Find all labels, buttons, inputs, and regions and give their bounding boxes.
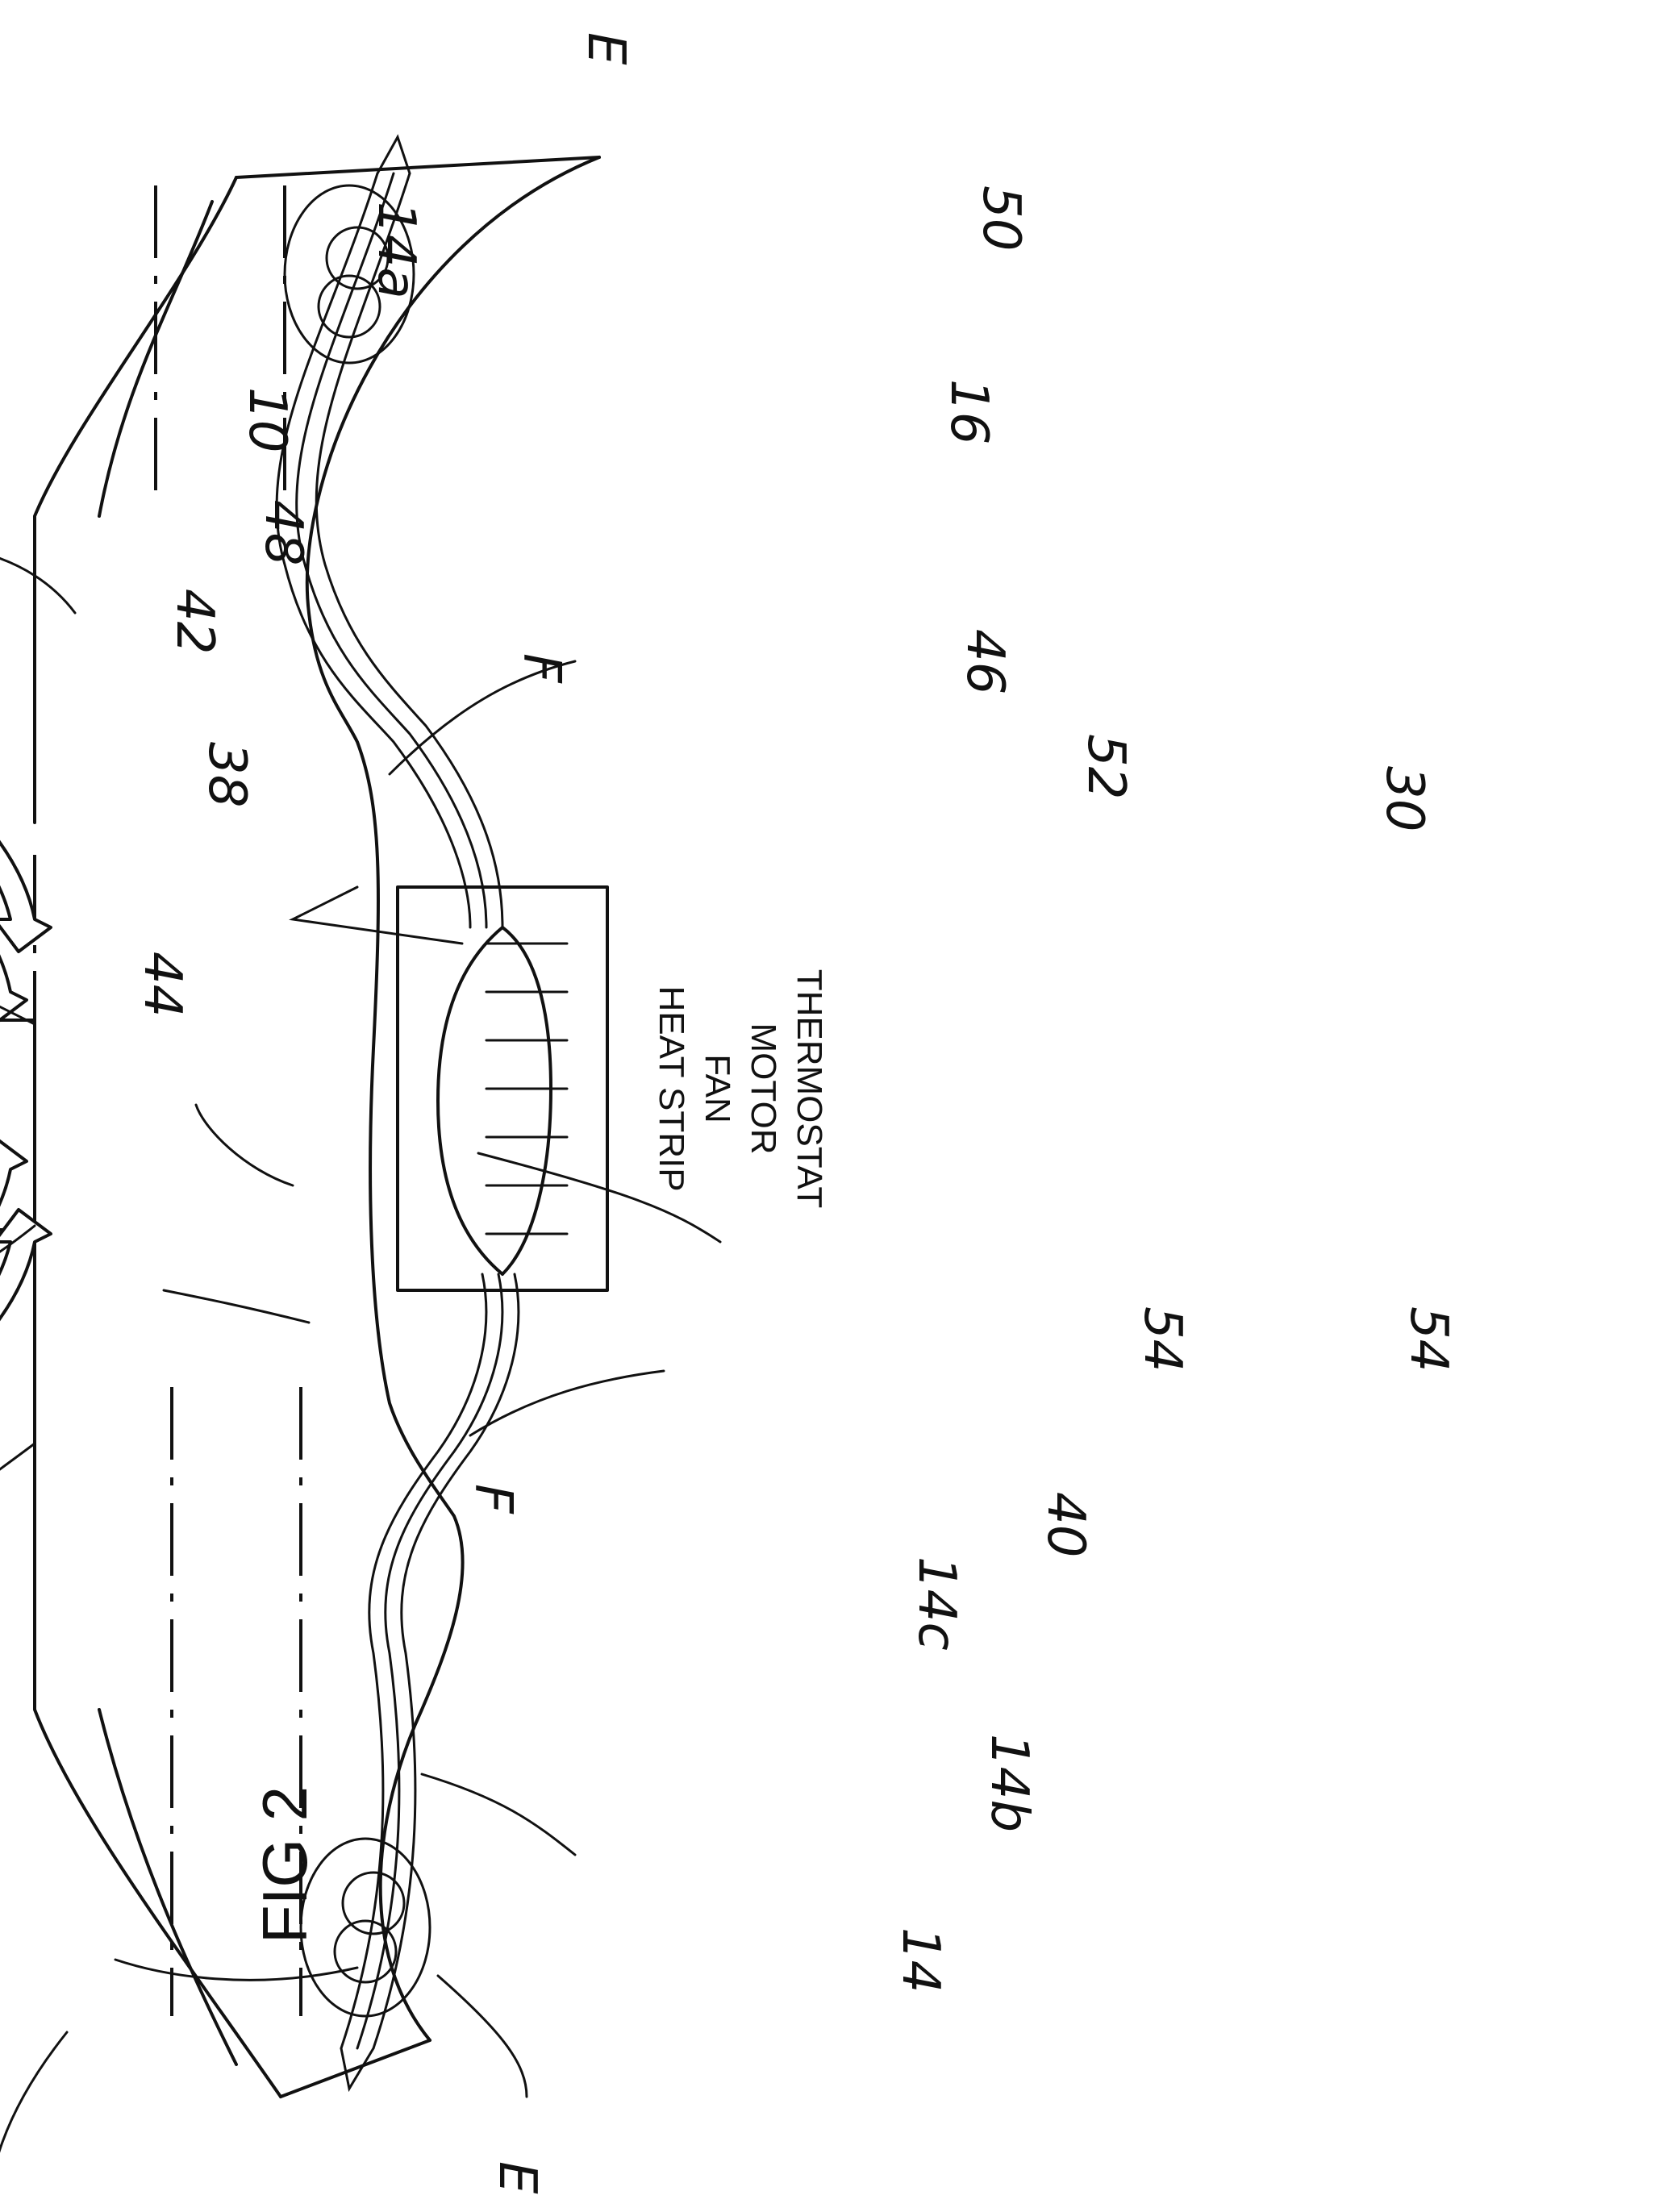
support-post (0, 1020, 35, 1230)
ref-16: 16 (939, 379, 998, 444)
inflow-arrow-left-1 (0, 798, 51, 952)
right-skirt-inner (99, 1710, 236, 2064)
box-line-thermostat: THERMOSTAT (790, 969, 829, 1209)
ref-50: 50 (971, 185, 1031, 251)
ref-38: 38 (197, 742, 256, 807)
housing-lower-left (35, 177, 236, 823)
ref-52: 52 (1076, 734, 1136, 799)
ref-14c: 14c (907, 1556, 966, 1651)
leader-lines (0, 556, 720, 2208)
flow-label-e-bottom: E (487, 2161, 547, 2194)
flow-label-f-left: F (463, 1484, 523, 1514)
flow-label-f-right: F (511, 653, 571, 684)
ref-46: 46 (955, 629, 1015, 694)
ref-40: 40 (1036, 1492, 1095, 1557)
right-wing-top-edge (281, 2040, 430, 2097)
box-line-motor: MOTOR (744, 1023, 783, 1155)
ref-10: 10 (237, 387, 297, 452)
ref-14a: 14a (366, 202, 426, 299)
ref-54a: 54 (1132, 1306, 1192, 1372)
ref-14b: 14b (979, 1734, 1039, 1832)
right-nozzle-housing (301, 1839, 430, 2016)
box-line-fan: FAN (698, 1054, 737, 1123)
housing-upper-outline (307, 157, 599, 2040)
box-line-heat-strip: HEAT STRIP (652, 985, 691, 1191)
ref-30: 30 (1374, 766, 1434, 831)
center-dome (502, 927, 551, 1274)
figure-title: FIG 2 (249, 1786, 320, 1943)
ref-44: 44 (132, 952, 192, 1017)
center-dome-inner (438, 927, 502, 1274)
ref-42: 42 (165, 589, 224, 654)
ref-48: 48 (253, 500, 313, 565)
flow-label-e-top: E (576, 32, 636, 65)
ref-54b: 54 (1399, 1306, 1458, 1372)
rotated-drawing (0, 137, 720, 2208)
figure-title-group: FIG 2 (249, 1786, 320, 1943)
ref-14: 14 (890, 1927, 950, 1993)
housing-lower-right (35, 1226, 281, 2097)
radiation-lines (486, 944, 567, 1234)
left-wing-top-edge (236, 157, 599, 177)
box-text-lines: HEAT STRIP FAN MOTOR THERMOSTAT (652, 969, 829, 1209)
